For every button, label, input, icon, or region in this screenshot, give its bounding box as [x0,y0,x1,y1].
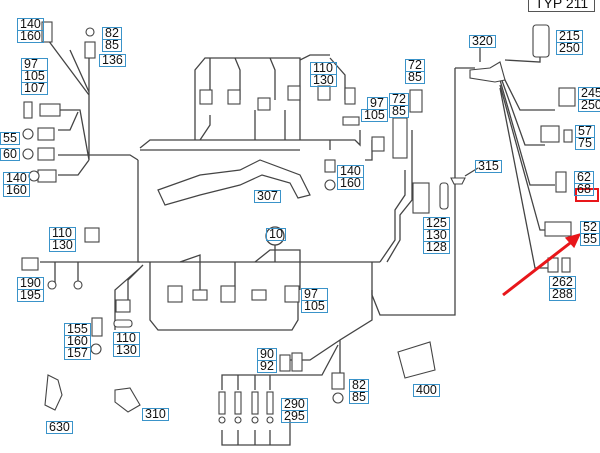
connector-icons [21,21,576,424]
part-number[interactable]: 307 [254,190,281,203]
part-number[interactable]: 55 [580,233,600,246]
red-arrow-head [564,232,582,249]
callout-number[interactable]: 10 [266,228,286,241]
part-number[interactable]: 130 [113,344,140,357]
part-number[interactable]: 85 [102,39,122,52]
part-number[interactable]: 295 [281,410,308,423]
part-number[interactable]: 310 [142,408,169,421]
part-number[interactable]: 92 [257,360,277,373]
part-number[interactable]: 55 [0,132,20,145]
part-number[interactable]: 136 [99,54,126,67]
part-number[interactable]: 60 [0,148,20,161]
part-number[interactable]: 128 [423,241,450,254]
part-number[interactable]: 320 [469,35,496,48]
part-number[interactable]: 288 [549,288,576,301]
part-label-group[interactable]: 136 [99,54,126,67]
part-number[interactable]: 157 [64,347,91,360]
part-number[interactable]: 85 [349,391,369,404]
part-number[interactable]: 68 [574,183,594,196]
part-number[interactable]: 160 [337,177,364,190]
harness-right-branch [40,130,413,331]
part-number[interactable]: 400 [413,384,440,397]
part-number[interactable]: 105 [361,109,388,122]
harness-right-vertical [371,35,555,316]
part-label-group[interactable]: 310 [142,408,169,421]
part-label-group[interactable]: 400 [413,384,440,397]
part-number[interactable]: 630 [46,421,73,434]
part-number[interactable]: 195 [17,289,44,302]
harness-left-trunk [47,39,139,176]
part-number[interactable]: 85 [405,71,425,84]
part-number[interactable]: 250 [556,42,583,55]
part-number[interactable]: 315 [475,160,502,173]
part-label-group[interactable]: 630 [46,421,73,434]
part-number[interactable]: 107 [21,82,48,95]
part-label-group[interactable]: 10 [266,228,286,241]
part-number[interactable]: 160 [17,30,44,43]
part-label-group[interactable]: 307 [254,190,281,203]
part-number[interactable]: 130 [49,239,76,252]
harness-main-loop [137,54,380,263]
part-label-group[interactable]: 320 [469,35,496,48]
fuel-rail-icon [157,159,311,206]
red-arrow-shaft [502,238,575,297]
part-number[interactable]: 130 [310,74,337,87]
part-number[interactable]: 105 [301,300,328,313]
type-label: TYP 211 [528,0,596,12]
part-number[interactable]: 250 [578,99,600,112]
part-label-group[interactable]: 315 [475,160,502,173]
part-number[interactable]: 85 [389,105,409,118]
part-number[interactable]: 75 [575,137,595,150]
harness-bottom-coils [221,290,373,446]
part-number[interactable]: 160 [3,184,30,197]
